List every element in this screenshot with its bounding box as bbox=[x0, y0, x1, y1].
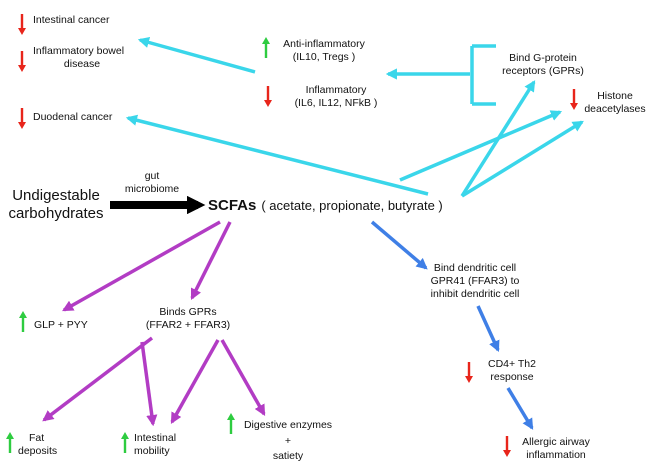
histone-label-line2: deacetylases bbox=[584, 103, 646, 115]
mobility-label-line2: mobility bbox=[134, 445, 170, 457]
allergic-indicator-icon bbox=[503, 436, 511, 457]
digestive-label-line3: satiety bbox=[272, 450, 304, 462]
ibd-label-line1: Inflammatory bowel bbox=[33, 45, 125, 57]
arrow-binds-to-enzymes-b bbox=[220, 339, 266, 416]
cyan-arrows bbox=[125, 37, 584, 198]
binds-gprs-label-line1: Binds GPRs bbox=[159, 306, 217, 318]
ibd-indicator-icon bbox=[18, 51, 26, 72]
intestinal-cancer-label: Intestinal cancer bbox=[33, 14, 110, 26]
bracket-gpr bbox=[470, 44, 496, 106]
down-arrow-icon bbox=[18, 14, 26, 35]
digestive-indicator-icon bbox=[227, 413, 235, 434]
gut-label-line2: microbiome bbox=[124, 183, 180, 195]
arrow-dendritic-to-cd4 bbox=[476, 305, 500, 353]
arrow-binds-to-mobility bbox=[140, 341, 158, 427]
inflammatory-detail: (IL6, IL12, NFkB ) bbox=[294, 97, 378, 109]
binds-gprs-label-line2: (FFAR2 + FFAR3) bbox=[145, 319, 231, 331]
fat-label-line1: Fat bbox=[29, 432, 45, 444]
allergic-label-line1: Allergic airway bbox=[522, 436, 590, 448]
gpr-label-line2: receptors (GPRs) bbox=[502, 65, 584, 77]
down-arrow-icon bbox=[465, 362, 473, 383]
purple-arrows bbox=[42, 220, 266, 427]
allergic-label-line2: inflammation bbox=[526, 449, 586, 461]
up-arrow-icon bbox=[121, 432, 129, 453]
down-arrow-icon bbox=[570, 89, 578, 110]
down-arrow-icon bbox=[503, 436, 511, 457]
histone-label-line1: Histone bbox=[597, 90, 633, 102]
dendritic-label-line1: Bind dendritic cell bbox=[433, 262, 517, 274]
cd4-label-line2: response bbox=[490, 371, 534, 383]
duodenal-cancer-indicator-icon bbox=[18, 108, 26, 129]
up-arrow-icon bbox=[19, 311, 27, 332]
arrow-scfa-to-binds-gprs bbox=[190, 221, 232, 301]
fat-label-line2: deposits bbox=[18, 445, 58, 457]
cd4-indicator-icon bbox=[465, 362, 473, 383]
mobility-indicator-icon bbox=[121, 432, 129, 453]
undigestable-label-line1: Undigestable bbox=[12, 187, 100, 204]
arrow-scfa-to-duodenal bbox=[125, 114, 429, 196]
down-arrow-icon bbox=[264, 86, 272, 107]
arrow-scfa-to-histone-1 bbox=[461, 120, 584, 198]
glp-label: GLP + PYY bbox=[34, 319, 88, 331]
mobility-label-line1: Intestinal bbox=[134, 432, 177, 444]
digestive-label-line1: Digestive enzymes bbox=[243, 419, 333, 431]
duodenal-cancer-label: Duodenal cancer bbox=[33, 111, 113, 123]
inflammatory-label: Inflammatory bbox=[305, 84, 367, 96]
cd4-label-line1: CD4+ Th2 bbox=[488, 358, 536, 370]
anti-inflammatory-label: Anti-inflammatory bbox=[283, 38, 365, 50]
arrow-scfa-to-glp bbox=[62, 220, 221, 312]
arrow-anti-inflammatory-to-ibd bbox=[137, 37, 256, 74]
digestive-label-plus: + bbox=[284, 435, 292, 447]
undigestable-label-line2: carbohydrates bbox=[8, 205, 104, 222]
gpr-label-line1: Bind G-protein bbox=[509, 52, 577, 64]
dendritic-label-line2: GPR41 (FFAR3) to bbox=[430, 275, 520, 287]
gut-label-line1: gut bbox=[144, 170, 160, 182]
up-arrow-icon bbox=[6, 432, 14, 453]
dendritic-label-line3: inhibit dendritic cell bbox=[430, 288, 520, 300]
down-arrow-icon bbox=[18, 51, 26, 72]
inflammatory-indicator-icon bbox=[264, 86, 272, 107]
arrow-binds-to-enzymes-a bbox=[170, 339, 220, 424]
fat-indicator-icon bbox=[6, 432, 14, 453]
glp-indicator-icon bbox=[19, 311, 27, 332]
up-arrow-icon bbox=[262, 37, 270, 58]
arrow-scfa-to-dendritic bbox=[370, 220, 428, 270]
indicator-arrows bbox=[6, 14, 578, 457]
arrow-binds-to-fat bbox=[42, 336, 154, 422]
anti-inflammatory-detail: (IL10, Tregs ) bbox=[292, 51, 356, 63]
ibd-label-line2: disease bbox=[63, 58, 101, 70]
blue-arrows bbox=[370, 220, 534, 430]
histone-indicator-icon bbox=[570, 89, 578, 110]
scfa-node: SCFAs ( acetate, propionate, butyrate ) bbox=[208, 197, 443, 216]
scfa-title: SCFAs bbox=[208, 197, 257, 214]
arrow-cd4-to-allergic bbox=[506, 387, 534, 430]
intestinal-cancer-indicator-icon bbox=[18, 14, 26, 35]
anti-inflammatory-indicator-icon bbox=[262, 37, 270, 58]
up-arrow-icon bbox=[227, 413, 235, 434]
arrow-scfa-to-histone-2 bbox=[399, 110, 563, 182]
down-arrow-icon bbox=[18, 108, 26, 129]
scfa-detail: ( acetate, propionate, butyrate ) bbox=[261, 198, 443, 213]
